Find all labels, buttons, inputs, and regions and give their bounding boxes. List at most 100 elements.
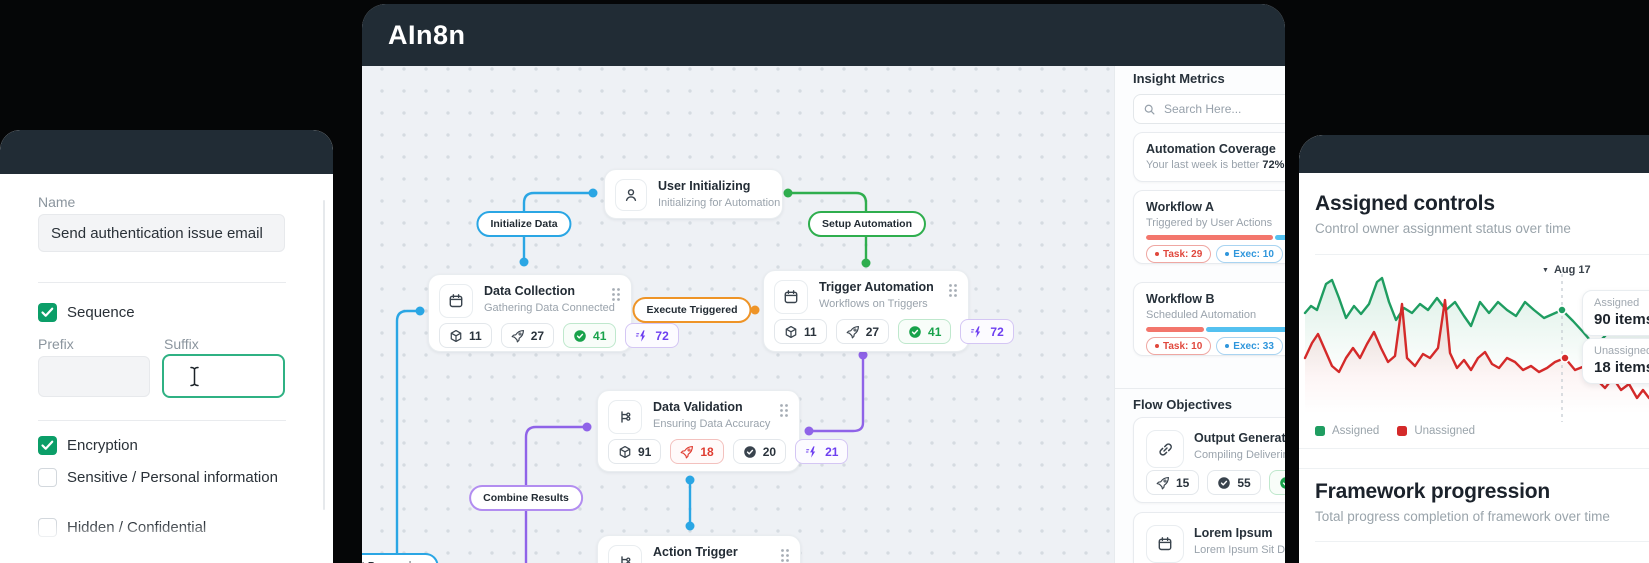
left-panel-header [0,130,333,174]
node-metrics-row: 11274172 [439,323,679,348]
card-title: Output Generation [1194,431,1285,445]
card-subtitle: Triggered by User Actions [1146,217,1272,229]
automation-coverage-card[interactable]: Automation Coverage Your last week is be… [1133,132,1285,182]
bolt-metric-chip: 21 [795,439,848,464]
cube-metric-chip: 11 [439,323,492,348]
cube-icon [449,329,463,343]
check-icon [1279,476,1285,490]
check-icon [40,439,55,452]
branch-icon [608,400,642,434]
assigned-tooltip: Assigned 90 items [1582,290,1649,336]
triangle-down-icon: ▼ [1542,267,1549,274]
rocket-metric-chip: 15 [1146,470,1199,495]
bolt-icon [635,329,649,343]
search-icon [1143,103,1156,116]
calendar-icon [1146,525,1184,563]
workflow-canvas[interactable]: User InitializingInitializing for Automa… [362,66,1115,563]
node-title: Trigger Automation [819,280,934,295]
card-title: Workflow A [1146,200,1214,214]
wire-label-setup-automation[interactable]: Setup Automation [808,211,926,237]
badge-blue: Exec: 33 [1216,337,1283,355]
check-icon [908,325,922,339]
node-subtitle: Workflows on Triggers [819,298,934,310]
workflow-card-workflow-b[interactable]: Workflow BScheduled AutomationTask: 10Ex… [1133,282,1285,356]
badge-red: Task: 10 [1146,337,1211,355]
right-panel-header [1299,135,1649,173]
properties-panel: Name Sequence Prefix Suffix Encryption S… [0,130,333,563]
calendar-icon [439,284,473,318]
unassigned-tooltip: Unassigned 18 items [1582,338,1649,384]
workflow-node-action-trigger[interactable]: Action TriggerPerforming Tasks Condition… [597,535,801,563]
legend-item-unassigned: Unassigned [1397,425,1475,437]
wire-label-ct-processing[interactable]: ct Processing [362,553,438,563]
tooltip-value: 18 items [1594,359,1649,376]
data-point-assigned[interactable] [1558,306,1566,314]
workflow-node-data-validation[interactable]: Data ValidationEnsuring Data Accuracy911… [597,390,800,472]
card-metrics-row: 15 55 41 [1146,470,1285,495]
card-title: Lorem Ipsum [1194,526,1273,540]
drag-handle-icon[interactable] [948,283,958,303]
sequence-checkbox[interactable] [38,303,57,322]
cube-icon [784,325,798,339]
person-icon [615,179,647,211]
badge-red: Task: 29 [1146,245,1211,263]
scroll-fade [0,523,333,563]
rocket-metric-chip: 18 [670,439,723,464]
rocket-metric-chip: 27 [836,319,889,344]
check-metric-chip: 55 [1207,470,1260,495]
drag-handle-icon[interactable] [611,287,621,307]
node-title: Action Trigger [653,545,793,560]
drag-handle-icon[interactable] [780,548,790,563]
rocket-icon [680,445,694,459]
workflow-node-trigger-automation[interactable]: Trigger AutomationWorkflows on Triggers 1… [763,270,969,352]
wire-label-execute-triggered[interactable]: Execute Triggered [632,297,751,323]
workflow-node-data-collection[interactable]: Data CollectionGathering Data Connected1… [428,274,632,352]
analytics-panel: Assigned controls Control owner assignme… [1299,135,1649,563]
card-subtitle: Scheduled Automation [1146,309,1256,321]
encryption-checkbox[interactable] [38,436,57,455]
wire-label-initialize-data[interactable]: Initialize Data [476,211,571,237]
suffix-input[interactable] [162,354,285,398]
sensitive-label: Sensitive / Personal information [67,469,278,486]
data-point-unassigned[interactable] [1561,354,1569,362]
node-subtitle: Ensuring Data Accuracy [653,418,770,430]
drag-handle-icon[interactable] [779,403,789,423]
node-metrics-row: 11274172 [774,319,1014,344]
search-box[interactable] [1133,94,1285,124]
app-header: AIn8n [362,4,1285,66]
rocket-icon [846,325,860,339]
text-cursor-icon [188,366,201,387]
progress-bar [1146,327,1285,332]
legend-item-assigned: Assigned [1315,425,1379,437]
node-title: Data Validation [653,400,770,415]
card-title: Automation Coverage [1146,142,1276,156]
bolt-icon [970,325,984,339]
workflow-app-window: AIn8n User InitializingInitializing for … [362,4,1285,563]
status-badges: Task: 29Exec: 10Done: 1 [1146,245,1285,263]
bolt-icon [805,445,819,459]
workflow-node-user-initializing[interactable]: User InitializingInitializing for Automa… [604,169,783,219]
card-subtitle: Compiling Delivering Outputs [1194,449,1285,461]
objective-card-lorem-ipsum[interactable]: Lorem IpsumLorem Ipsum Sit Dolor [1133,512,1285,563]
tooltip-label: Assigned [1594,297,1649,309]
name-input[interactable] [38,214,285,252]
card-subtitle: Your last week is better 72% [1146,159,1284,171]
objective-card-output-generation[interactable]: Output GenerationCompiling Delivering Ou… [1133,417,1285,503]
framework-progression-subtitle: Total progress completion of framework o… [1315,509,1610,524]
left-panel-scrollbar[interactable] [323,200,325,510]
check-metric-chip: 41 [563,323,616,348]
workflow-card-workflow-a[interactable]: Workflow A Triggered by User ActionsTask:… [1133,190,1285,264]
node-subtitle: Gathering Data Connected [484,302,615,314]
calendar-icon [774,280,808,314]
check-metric-chip: 41 [898,319,951,344]
prefix-input[interactable] [38,356,150,397]
objectives-title: Flow Objectives [1133,397,1232,412]
sensitive-checkbox[interactable] [38,468,57,487]
check-metric-chip: 41 [1269,470,1285,495]
cube-metric-chip: 11 [774,319,827,344]
search-input[interactable] [1162,101,1285,117]
name-label: Name [38,194,75,210]
assigned-controls-title: Assigned controls [1315,192,1495,216]
wire-label-combine-results[interactable]: Combine Results [469,485,583,511]
status-badges: Task: 10Exec: 33Done: 1 [1146,337,1285,355]
